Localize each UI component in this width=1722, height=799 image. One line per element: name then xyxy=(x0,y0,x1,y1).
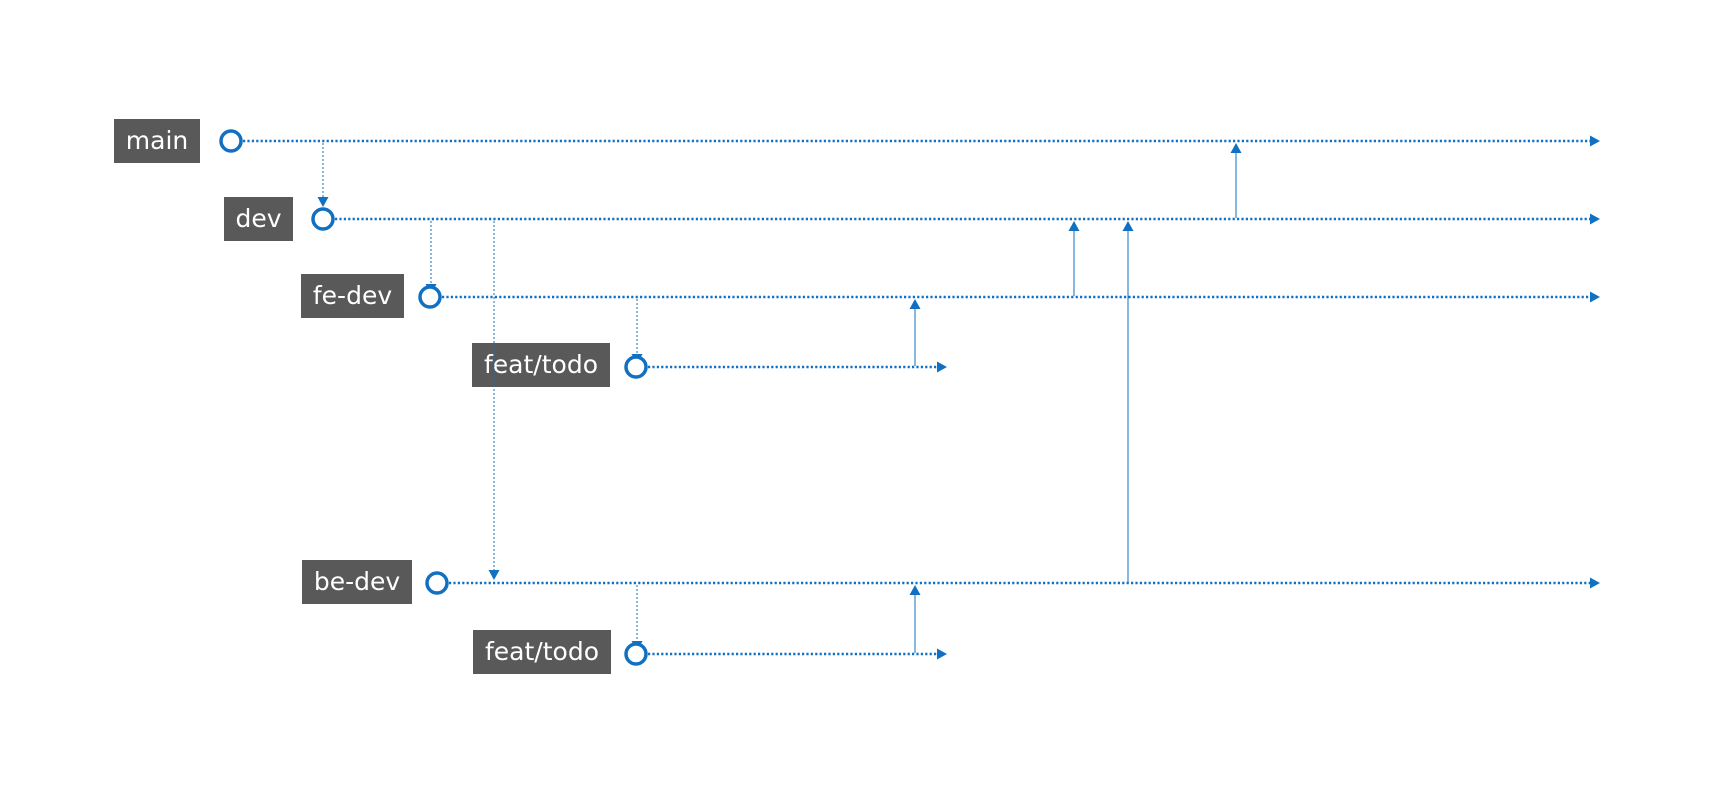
arrow-head-icon xyxy=(937,361,947,373)
arrow-head-icon xyxy=(1590,291,1600,303)
branch-start-icon-dev xyxy=(311,207,335,231)
arrow-up-icon xyxy=(1230,143,1242,153)
arrow-up-icon xyxy=(1068,221,1080,231)
arrow-head-icon xyxy=(1590,213,1600,225)
arrow-down-icon xyxy=(317,197,329,207)
branch-label-fe-dev: fe-dev xyxy=(301,274,404,318)
branch-start-icon-fe-feat xyxy=(624,355,648,379)
branch-start-icon-be-feat xyxy=(624,642,648,666)
branch-start-icon-be-dev xyxy=(425,571,449,595)
arrow-head-icon xyxy=(937,648,947,660)
arrow-up-icon xyxy=(909,299,921,309)
arrow-up-icon xyxy=(909,585,921,595)
branch-start-icon-fe-dev xyxy=(418,285,442,309)
branch-label-dev: dev xyxy=(224,197,293,241)
branch-label-main: main xyxy=(114,119,200,163)
arrow-up-icon xyxy=(1122,221,1134,231)
branch-label-be-dev: be-dev xyxy=(302,560,412,604)
arrow-down-icon xyxy=(488,570,500,580)
branch-label-be-feat-todo: feat/todo xyxy=(473,630,611,674)
arrow-head-icon xyxy=(1590,577,1600,589)
arrow-head-icon xyxy=(1590,135,1600,147)
branch-start-icon-main xyxy=(219,129,243,153)
branch-label-fe-feat-todo: feat/todo xyxy=(472,343,610,387)
